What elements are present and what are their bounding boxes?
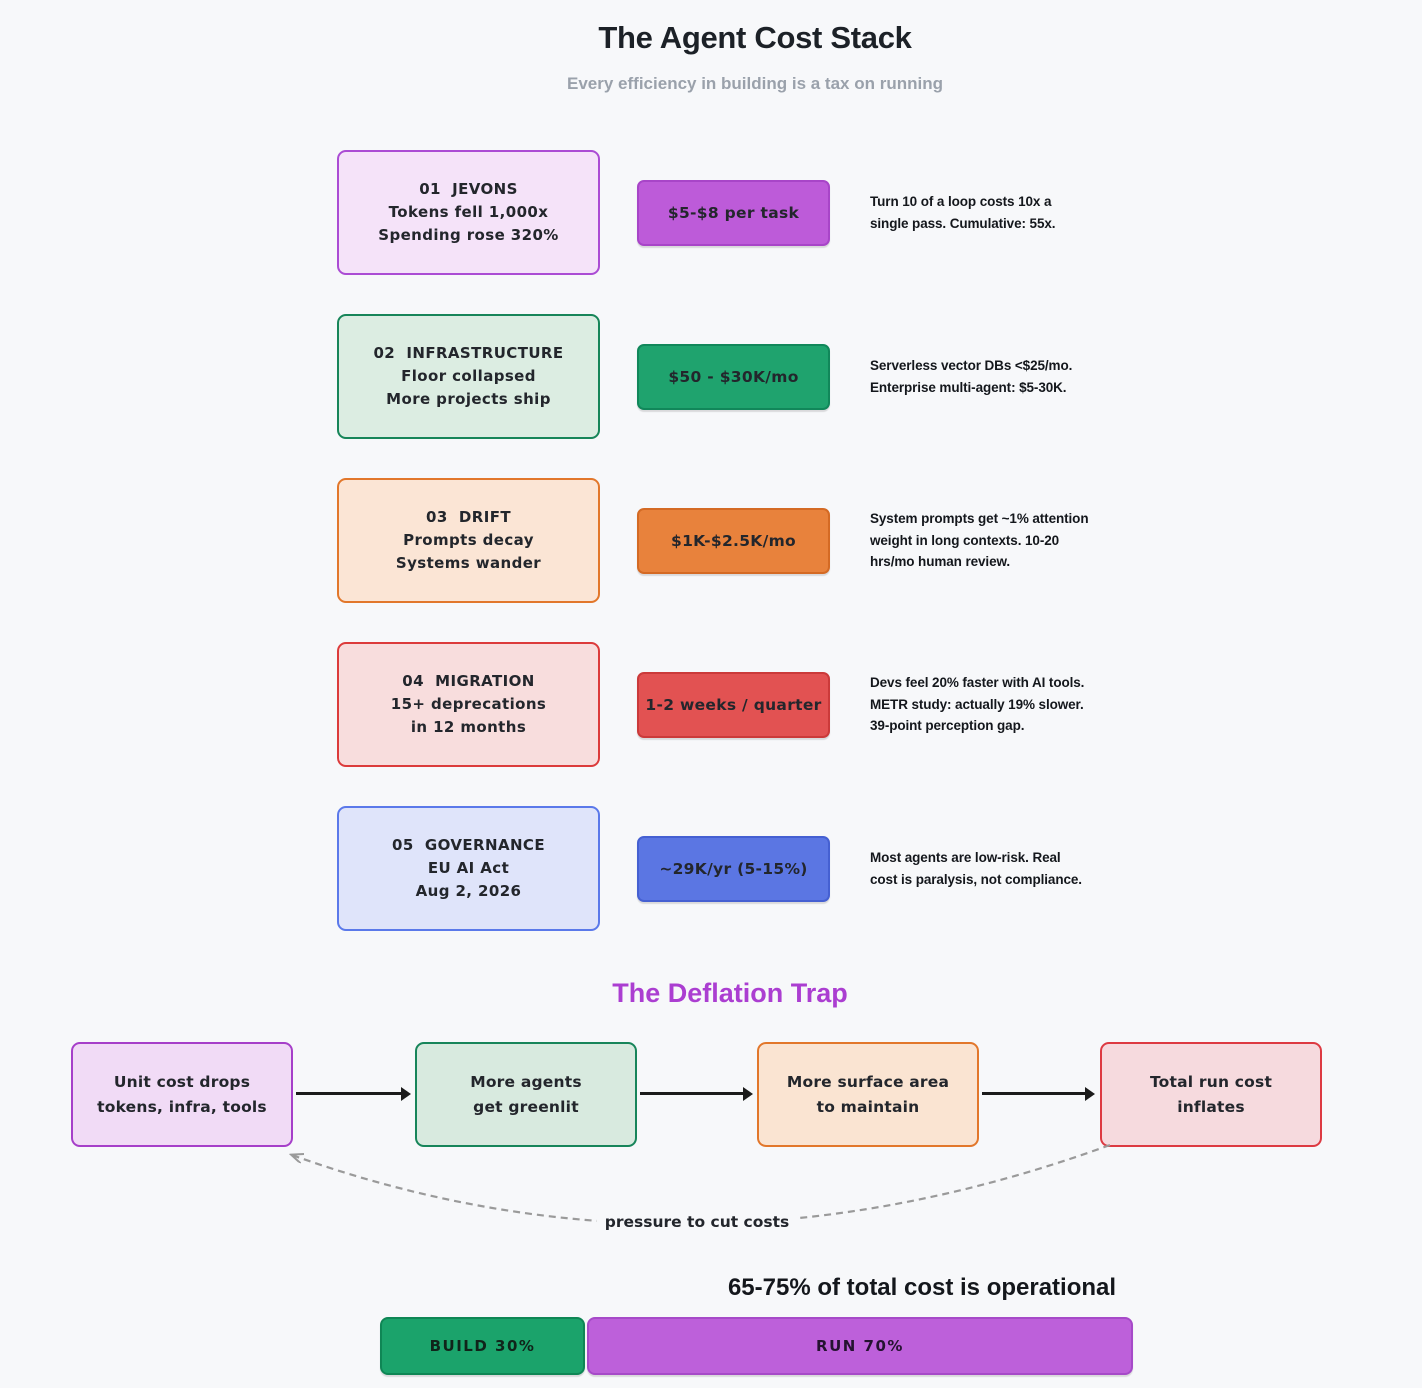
cost-pill-governance: ~29K/yr (5-15%): [637, 836, 830, 902]
stack-box-line: Systems wander: [395, 554, 542, 573]
stack-box-title: 04 MIGRATION: [402, 671, 535, 690]
stack-box-title: 05 GOVERNANCE: [392, 835, 545, 854]
stack-box-line: Prompts decay: [403, 530, 534, 549]
stack-box-line: EU AI Act: [427, 858, 510, 877]
row-description-drift: System prompts get ~1% attention weight …: [870, 511, 1089, 570]
stack-box-jevons: 01 JEVONS Tokens fell 1,000x Spending ro…: [337, 150, 600, 275]
stack-box-line: Tokens fell 1,000x: [388, 202, 549, 221]
stack-box-line: Spending rose 320%: [378, 226, 559, 245]
page-subtitle: Every efficiency in building is a tax on…: [567, 74, 943, 93]
bar-segment-run: RUN 70%: [587, 1317, 1133, 1375]
cost-stack-row-drift: 03 DRIFT Prompts decay Systems wander $1…: [0, 478, 1422, 603]
stack-box-drift: 03 DRIFT Prompts decay Systems wander: [337, 478, 600, 603]
feedback-arrow-label: pressure to cut costs: [596, 1213, 798, 1231]
page-title: The Agent Cost Stack: [598, 20, 912, 55]
stack-box-infrastructure: 02 INFRASTRUCTURE Floor collapsed More p…: [337, 314, 600, 439]
stack-box-line: 15+ deprecations: [390, 694, 547, 713]
flow-box-more-agents: More agents get greenlit: [415, 1042, 637, 1147]
cost-pill-drift: $1K-$2.5K/mo: [637, 508, 830, 574]
cost-pill-jevons: $5-$8 per task: [637, 180, 830, 246]
stack-box-line: Aug 2, 2026: [415, 882, 522, 901]
stack-box-title: 01 JEVONS: [419, 179, 518, 198]
cost-pill-infrastructure: $50 - $30K/mo: [637, 344, 830, 410]
flow-box-total-run-cost: Total run cost inflates: [1100, 1042, 1322, 1147]
stack-box-line: Floor collapsed: [401, 366, 536, 385]
flow-arrow-right-icon: [640, 1086, 753, 1101]
flow-arrow-right-icon: [296, 1086, 411, 1101]
flow-arrow-right-icon: [982, 1086, 1095, 1101]
stack-box-line: in 12 months: [410, 718, 527, 737]
stack-box-governance: 05 GOVERNANCE EU AI Act Aug 2, 2026: [337, 806, 600, 931]
feedback-arrow-icon: [0, 1143, 1111, 1226]
row-description-jevons: Turn 10 of a loop costs 10x a single pas…: [870, 193, 1056, 231]
stack-box-migration: 04 MIGRATION 15+ deprecations in 12 mont…: [337, 642, 600, 767]
row-description-governance: Most agents are low-risk. Real cost is p…: [870, 849, 1082, 887]
stack-box-title: 02 INFRASTRUCTURE: [373, 343, 564, 362]
row-description-migration: Devs feel 20% faster with AI tools. METR…: [870, 675, 1085, 734]
flow-box-unit-cost-drops: Unit cost drops tokens, infra, tools: [71, 1042, 293, 1147]
deflation-trap-title: The Deflation Trap: [612, 978, 848, 1008]
cost-stack-row-infrastructure: 02 INFRASTRUCTURE Floor collapsed More p…: [0, 314, 1422, 439]
stack-box-line: More projects ship: [386, 390, 551, 409]
operational-cost-title: 65-75% of total cost is operational: [727, 1274, 1117, 1301]
cost-stack-row-jevons: 01 JEVONS Tokens fell 1,000x Spending ro…: [0, 150, 1422, 275]
stack-box-title: 03 DRIFT: [426, 507, 511, 526]
row-description-infrastructure: Serverless vector DBs <$25/mo. Enterpris…: [870, 357, 1073, 395]
cost-stack-row-migration: 04 MIGRATION 15+ deprecations in 12 mont…: [0, 642, 1422, 767]
cost-stack-row-governance: 05 GOVERNANCE EU AI Act Aug 2, 2026 ~29K…: [0, 806, 1422, 931]
cost-pill-migration: 1-2 weeks / quarter: [637, 672, 830, 738]
flow-box-more-surface-area: More surface area to maintain: [757, 1042, 979, 1147]
bar-segment-build: BUILD 30%: [380, 1317, 585, 1375]
